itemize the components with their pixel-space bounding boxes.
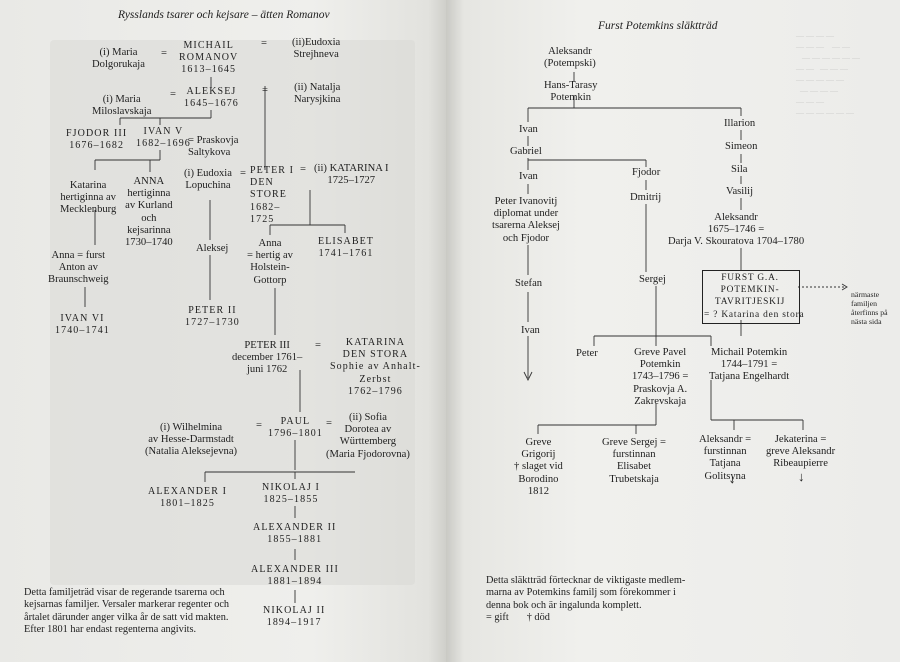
furst-potemkin-box [702,270,800,324]
equals-sign: = [240,168,246,179]
maria-miloslavskaja: (i) Maria Miloslavskaja [92,94,152,118]
peter-potemkin: Peter [576,348,598,359]
katarina-i: (ii) KATARINA I 1725–1727 [314,163,389,187]
aleksandr-golitsyna: Aleksandr = furstinnan Tatjana Golitsyna [699,434,752,482]
jekaterina-ribeaupierre: Jekaterina = greve Aleksandr Ribeaupierr… [766,434,836,470]
equals-sign: = [170,89,176,100]
ivan-vi: IVAN VI 1740–1741 [55,313,110,337]
aleksandr-vasiljevitj: Aleksandr 1675–1746 = Darja V. Skouratov… [668,212,805,248]
left-caption: Detta familjeträd visar de regerande tsa… [24,587,230,636]
ivan-v: IVAN V 1682–1696 [136,126,191,150]
maria-dolgorukaja: (i) Maria Dolgorukaja [92,47,145,71]
ivan-2: Ivan [519,171,538,182]
peter-ii: PETER II 1727–1730 [185,305,240,329]
katarina-mecklenburg: Katarina hertiginna av Mecklenburg [60,180,117,216]
nikolaj-i: NIKOLAJ I 1825–1855 [262,482,320,506]
natalja-narysjkina: (ii) Natalja Narysjkina [294,82,341,106]
alexander-i: ALEXANDER I 1801–1825 [148,486,228,510]
fjodor-potemkin: Fjodor [632,167,661,178]
stefan: Stefan [515,278,543,289]
paul: PAUL 1796–1801 [268,416,323,440]
equals-sign: = [262,85,268,96]
anna-kurland: ANNA hertiginna av Kurland och kejsarinn… [125,176,173,249]
right-page: — — — — — — — — — — — — — — — — — — — — … [446,0,900,662]
eudoxia-strejhneva: (ii)Eudoxia Strejhneva [292,37,341,61]
michail-potemkin: Michail Potemkin 1744–1791 = Tatjana Eng… [709,347,790,383]
alexander-ii: ALEXANDER II 1855–1881 [253,522,337,546]
praskovja-saltykova: = Praskovja Saltykova [188,135,239,159]
ivan-3: Ivan [521,325,540,336]
sila: Sila [731,164,748,175]
equals-sign: = [161,48,167,59]
vasilij: Vasilij [726,186,754,197]
aleksandr-potempski: Aleksandr (Potempski) [544,46,596,70]
peter-ivanovitj: Peter Ivanovitj diplomat under tsarerna … [492,196,560,244]
greve-pavel-potemkin: Greve Pavel Potemkin 1743–1796 = Praskov… [632,347,689,407]
arrow-note: närmaste familjen återfinns på nästa sid… [851,290,888,326]
furst-potemkin-tavritjeskij: FURST G.A. POTEMKIN- TAVRITJESKIJ = ? Ka… [704,273,805,320]
down-arrow: ↓ [798,469,805,484]
eudoxia-lopuchina: (i) Eudoxia Lopuchina [184,168,232,192]
michail-romanov: MICHAIL ROMANOV 1613–1645 [179,40,239,76]
sergej: Sergej [639,274,666,285]
equals-sign: = [326,418,332,429]
elisabet: ELISABET 1741–1761 [318,236,375,260]
equals-sign: = [256,420,262,431]
left-page: Rysslands tsarer och kejsare – ätten Rom… [0,0,446,662]
tree-background [50,40,415,585]
anna-holstein-gottorp: Anna = hertig av Holstein- Gottorp [247,238,293,286]
peter-i-den-store: PETER I DEN STORE 1682– 1725 [250,165,295,225]
alexander-iii: ALEXANDER III 1881–1894 [251,564,339,588]
katarina-den-stora: KATARINA DEN STORA Sophie av Anhalt- Zer… [330,337,421,397]
greve-grigorij: Greve Grigorij † slaget vid Borodino 181… [514,437,563,497]
anna-braunschweig: Anna = furst Anton av Braunschweig [48,250,109,286]
bleed-through-text: — — — — — — — — — — — — — — — — — — — — … [796,31,860,117]
tsar-aleksej: ALEKSEJ 1645–1676 [184,86,239,110]
hans-tarasy-potemkin: Hans-Tarasy Potemkin [544,80,598,104]
ivan-1: Ivan [519,124,538,135]
left-page-title: Rysslands tsarer och kejsare – ätten Rom… [118,9,330,21]
romanov-tree-lines [84,77,355,603]
equals-sign: = [261,38,267,49]
aleksej-petrovitj: Aleksej [196,243,229,254]
simeon: Simeon [725,141,758,152]
nikolaj-ii: NIKOLAJ II 1894–1917 [263,605,326,629]
down-arrow: ↓ [729,471,736,486]
wilhelmina-hesse-darmstadt: (i) Wilhelmina av Hesse-Darmstadt (Natal… [145,422,238,458]
peter-iii: PETER III december 1761– juni 1762 [232,340,303,376]
sofia-dorotea: (ii) Sofia Dorotea av Württemberg (Maria… [326,412,410,460]
equals-sign: = [300,164,306,175]
potemkin-tree-lines [523,72,848,434]
fjodor-iii: FJODOR III 1676–1682 [66,128,128,152]
right-page-title: Furst Potemkins släktträd [598,20,718,32]
equals-sign: = [315,340,321,351]
right-caption: Detta släktträd förtecknar de viktigaste… [486,575,686,624]
greve-sergej: Greve Sergej = furstinnan Elisabet Trube… [602,437,667,485]
illarion: Illarion [724,118,756,129]
gabriel: Gabriel [510,146,542,157]
dmitrij: Dmitrij [630,192,662,203]
